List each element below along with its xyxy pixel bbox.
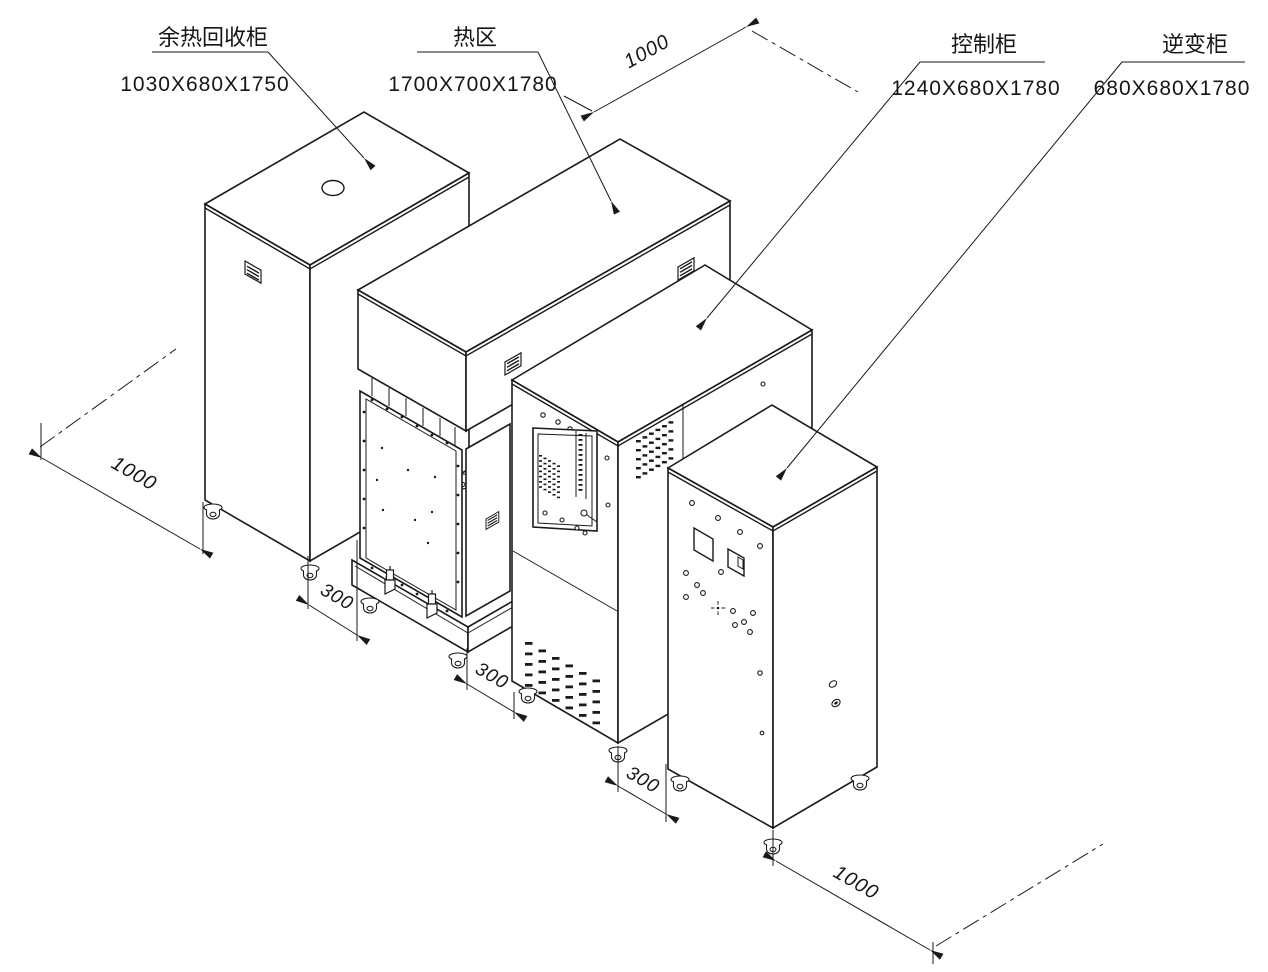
- bolted-panel: [359, 389, 463, 619]
- cabinet-name: 逆变柜: [1162, 32, 1228, 57]
- dim-gap-300-b: 300: [453, 648, 528, 722]
- caster-icon: [448, 652, 468, 669]
- toggle-clamp-icon: [384, 565, 396, 595]
- front-panel-holes: [683, 500, 765, 736]
- dim-value: 1000: [621, 30, 674, 73]
- lid-rim: [667, 470, 878, 532]
- dim-value: 300: [471, 658, 512, 694]
- label-hot-zone: 热区 1700X700X1780: [388, 25, 620, 215]
- caster-icon: [300, 564, 320, 581]
- caster-icon: [203, 503, 223, 520]
- dim-gap-300-c: 300: [604, 746, 680, 824]
- dim-bottom-1000: 1000: [762, 830, 1104, 964]
- lid-rim: [204, 176, 470, 270]
- front-panel-details: [512, 412, 618, 725]
- dim-left-1000: 1000: [28, 348, 214, 559]
- cabinet-name: 热区: [453, 25, 497, 50]
- step-tabs: [371, 378, 456, 445]
- dim-top-1000: 1000: [563, 17, 859, 122]
- inspection-window: [532, 427, 598, 532]
- top-hole: [321, 179, 345, 197]
- caster-icon: [518, 687, 538, 704]
- cabinet-size: 1240X680X1780: [891, 77, 1061, 100]
- dim-value: 300: [316, 579, 357, 615]
- label-inverter: 逆变柜 680X680X1780: [775, 32, 1251, 481]
- caster-icon: [360, 597, 380, 614]
- switch-cutout: [727, 547, 745, 578]
- bolted-panel-inner: [365, 398, 457, 611]
- cabinet-name: 控制柜: [951, 32, 1017, 57]
- dim-value: 1000: [107, 452, 160, 495]
- door-seam: [512, 550, 618, 612]
- lid-rim: [511, 333, 813, 447]
- leader-labels: 余热回收柜 1030X680X1750 热区 1700X700X1780 控制柜…: [120, 25, 1251, 481]
- side-glands: [828, 680, 841, 708]
- cabinet-inverter: [666, 404, 879, 855]
- crosshair-hole: [711, 601, 725, 615]
- switch-handle: [737, 556, 744, 570]
- toggle-clamp-icon: [426, 589, 438, 619]
- cabinet-size: 1030X680X1750: [120, 73, 290, 96]
- cabinet-size: 680X680X1780: [1094, 77, 1251, 100]
- inner-chamber: [359, 378, 511, 619]
- window-knob: [580, 509, 588, 517]
- caster-icon: [850, 774, 870, 791]
- side-screw: [760, 381, 766, 387]
- lid-rim: [357, 204, 731, 357]
- square-cutout: [693, 526, 714, 563]
- label-control: 控制柜 1240X680X1780: [695, 32, 1061, 331]
- caster-icon: [670, 775, 690, 792]
- label-waste-heat-recovery: 余热回收柜 1030X680X1750: [120, 25, 376, 171]
- cabinet-name: 余热回收柜: [158, 25, 268, 50]
- side-face: [772, 465, 878, 830]
- cabinet-size: 1700X700X1780: [388, 73, 558, 96]
- dim-value: 1000: [829, 861, 882, 904]
